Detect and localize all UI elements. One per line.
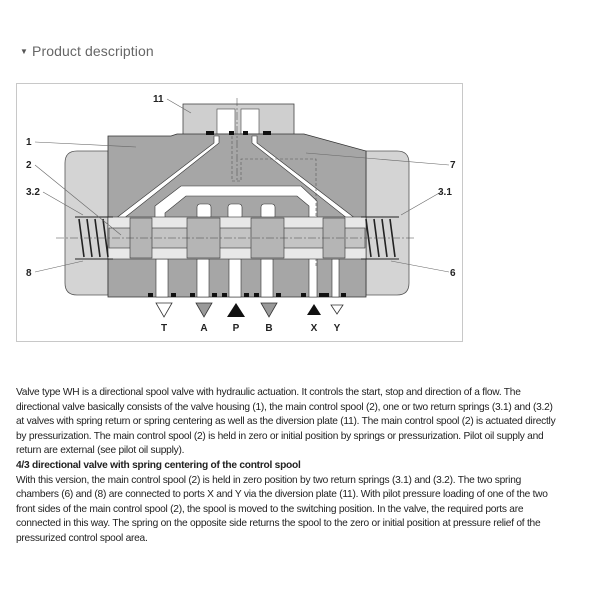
paragraph-line: return are external (see pilot oil suppl… [16, 445, 185, 457]
paragraph-line: front sides of the main control spool (2… [16, 503, 524, 515]
right-spring-cap [365, 150, 410, 296]
paragraph-line: directional valve basically consists of … [16, 401, 553, 413]
port-label-a: A [200, 323, 207, 334]
label-3-1: 3.1 [438, 187, 452, 198]
subheading: 4/3 directional valve with spring center… [16, 459, 301, 471]
caret-down-icon: ▼ [20, 47, 29, 56]
label-7: 7 [450, 160, 456, 171]
label-2: 2 [26, 160, 32, 171]
paragraph-line: at valves with spring return or spring c… [16, 416, 556, 428]
label-6: 6 [450, 268, 456, 279]
paragraph-line: With this version, the main control spoo… [16, 474, 522, 486]
port-b-triangle [260, 302, 278, 318]
port-label-x: X [311, 323, 318, 334]
port-y-triangle [330, 304, 344, 315]
product-description-text: Valve type WH is a directional spool val… [16, 386, 596, 547]
valve-cross-section: 11 1 2 3.2 8 7 3.1 6 T A P B X Y [26, 94, 456, 334]
port-label-t: T [161, 323, 167, 334]
label-8: 8 [26, 268, 32, 279]
section-header-product-description[interactable]: ▼Product description [20, 43, 154, 59]
paragraph-line: chambers (6) and (8) are connected to po… [16, 489, 548, 501]
port-label-y: Y [334, 323, 341, 334]
paragraph-line: connected in this way. The spring on the… [16, 518, 541, 530]
section-title: Product description [32, 43, 154, 59]
diversion-plate [182, 103, 295, 137]
label-1: 1 [26, 137, 32, 148]
valve-diagram: 11 1 2 3.2 8 7 3.1 6 T A P B X Y [16, 83, 463, 342]
paragraph-line: by pressurization. The main control spoo… [16, 430, 544, 442]
label-3-2: 3.2 [26, 187, 40, 198]
port-x-triangle [307, 304, 321, 315]
port-label-p: P [233, 323, 240, 334]
left-spring-cap [64, 150, 109, 296]
paragraph-line: pressurized control spool area. [16, 532, 148, 544]
paragraph-line: Valve type WH is a directional spool val… [16, 387, 521, 398]
port-label-b: B [265, 323, 272, 334]
port-t-triangle [155, 302, 173, 318]
label-11: 11 [153, 94, 164, 105]
port-p-triangle [227, 303, 245, 317]
port-a-triangle [195, 302, 213, 318]
